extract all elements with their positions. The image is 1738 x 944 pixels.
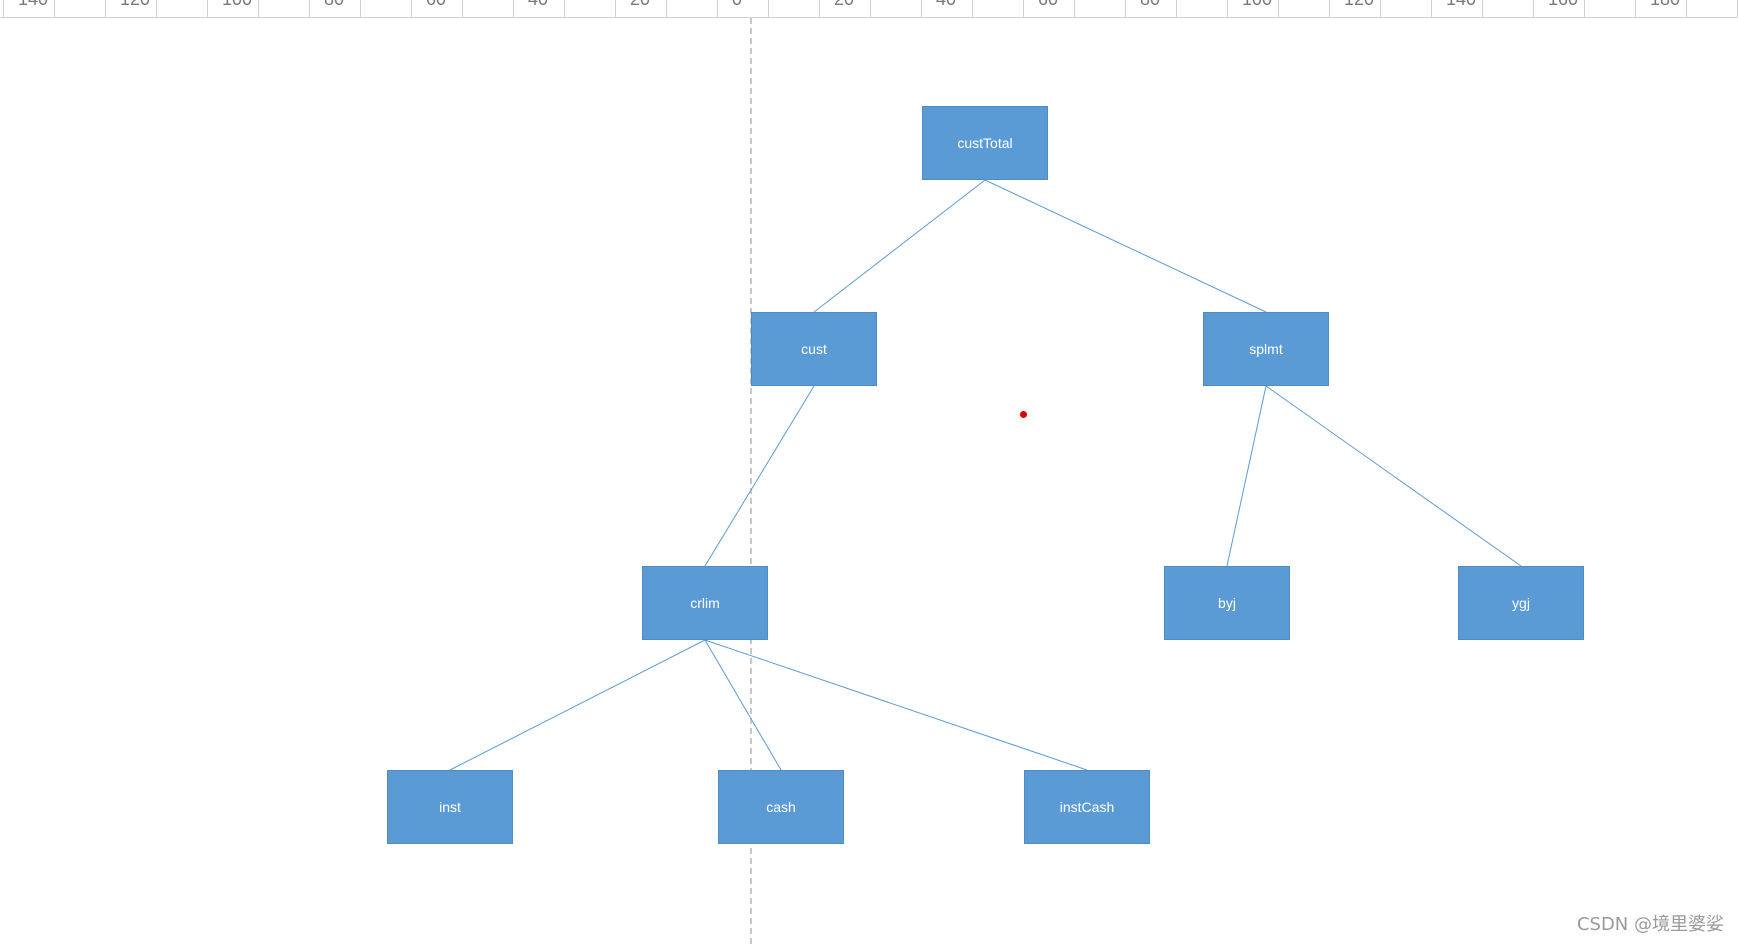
ruler-label: 140 <box>18 0 48 10</box>
node-ygj[interactable]: ygj <box>1458 566 1584 640</box>
ruler-tick <box>54 0 55 17</box>
ruler-label: 180 <box>1650 0 1680 10</box>
edge-cust-crlim <box>704 385 815 567</box>
edge-crlim-instCash <box>704 639 1088 771</box>
ruler-tick <box>1278 0 1279 17</box>
ruler-tick <box>1635 0 1636 17</box>
node-cust[interactable]: cust <box>751 312 877 386</box>
ruler-label: 80 <box>1140 0 1160 10</box>
ruler-tick <box>615 0 616 17</box>
ruler-tick <box>1125 0 1126 17</box>
ruler-tick <box>156 0 157 17</box>
edge-custTotal-cust <box>813 179 986 313</box>
ruler-tick <box>819 0 820 17</box>
ruler-label: 100 <box>1242 0 1272 10</box>
ruler-tick <box>105 0 106 17</box>
ruler-tick <box>462 0 463 17</box>
ruler-tick <box>513 0 514 17</box>
ruler-tick <box>1686 0 1687 17</box>
ruler-tick <box>1482 0 1483 17</box>
ruler-tick <box>1176 0 1177 17</box>
node-byj[interactable]: byj <box>1164 566 1290 640</box>
node-label: custTotal <box>957 135 1013 151</box>
ruler-label: 80 <box>324 0 344 10</box>
edge-crlim-inst <box>449 639 706 771</box>
watermark: CSDN @境里婆娑 <box>1576 914 1724 935</box>
ruler-label: 140 <box>1446 0 1476 10</box>
node-label: cash <box>766 799 796 815</box>
ruler-label: 20 <box>630 0 650 10</box>
ruler-tick <box>1023 0 1024 17</box>
ruler-tick <box>360 0 361 17</box>
node-inst[interactable]: inst <box>387 770 513 844</box>
ruler-tick <box>207 0 208 17</box>
node-label: ygj <box>1512 595 1530 611</box>
ruler-tick <box>666 0 667 17</box>
node-label: splmt <box>1249 341 1283 357</box>
node-cash[interactable]: cash <box>718 770 844 844</box>
ruler-tick <box>1074 0 1075 17</box>
ruler-label: 40 <box>528 0 548 10</box>
ruler-label: 40 <box>936 0 956 10</box>
ruler-tick <box>972 0 973 17</box>
ruler-tick <box>1431 0 1432 17</box>
node-crlim[interactable]: crlim <box>642 566 768 640</box>
node-custTotal[interactable]: custTotal <box>922 106 1048 180</box>
ruler-label: 60 <box>1038 0 1058 10</box>
ruler-tick <box>921 0 922 17</box>
ruler-tick <box>1533 0 1534 17</box>
node-splmt[interactable]: splmt <box>1203 312 1329 386</box>
ruler-label: 120 <box>120 0 150 10</box>
edge-splmt-ygj <box>1265 385 1522 567</box>
edge-splmt-byj <box>1226 385 1267 567</box>
ruler-tick <box>717 0 718 17</box>
ruler-label: 0 <box>732 0 742 10</box>
ruler-tick <box>1584 0 1585 17</box>
node-instCash[interactable]: instCash <box>1024 770 1150 844</box>
node-label: crlim <box>690 595 720 611</box>
ruler-tick <box>870 0 871 17</box>
red-dot-marker <box>1020 411 1027 418</box>
ruler-tick <box>1329 0 1330 17</box>
ruler-label: 100 <box>222 0 252 10</box>
ruler-tick <box>411 0 412 17</box>
ruler-label: 60 <box>426 0 446 10</box>
ruler-tick <box>1227 0 1228 17</box>
node-label: cust <box>801 341 827 357</box>
node-label: byj <box>1218 595 1236 611</box>
ruler-tick <box>768 0 769 17</box>
ruler-label: 120 <box>1344 0 1374 10</box>
ruler-tick <box>1380 0 1381 17</box>
ruler-label: 160 <box>1548 0 1578 10</box>
ruler-tick <box>3 0 4 17</box>
node-label: instCash <box>1059 799 1115 815</box>
ruler-label: 20 <box>834 0 854 10</box>
node-label: inst <box>439 799 461 815</box>
ruler-tick <box>258 0 259 17</box>
ruler-tick <box>309 0 310 17</box>
horizontal-ruler: 140 120 100 80 60 40 20 0 20 40 60 80 100 120 140 160 18… <box>0 0 1738 18</box>
vertical-guide-line <box>750 18 752 944</box>
edge-crlim-cash <box>704 639 782 771</box>
edge-custTotal-splmt <box>984 179 1267 313</box>
ruler-tick <box>564 0 565 17</box>
